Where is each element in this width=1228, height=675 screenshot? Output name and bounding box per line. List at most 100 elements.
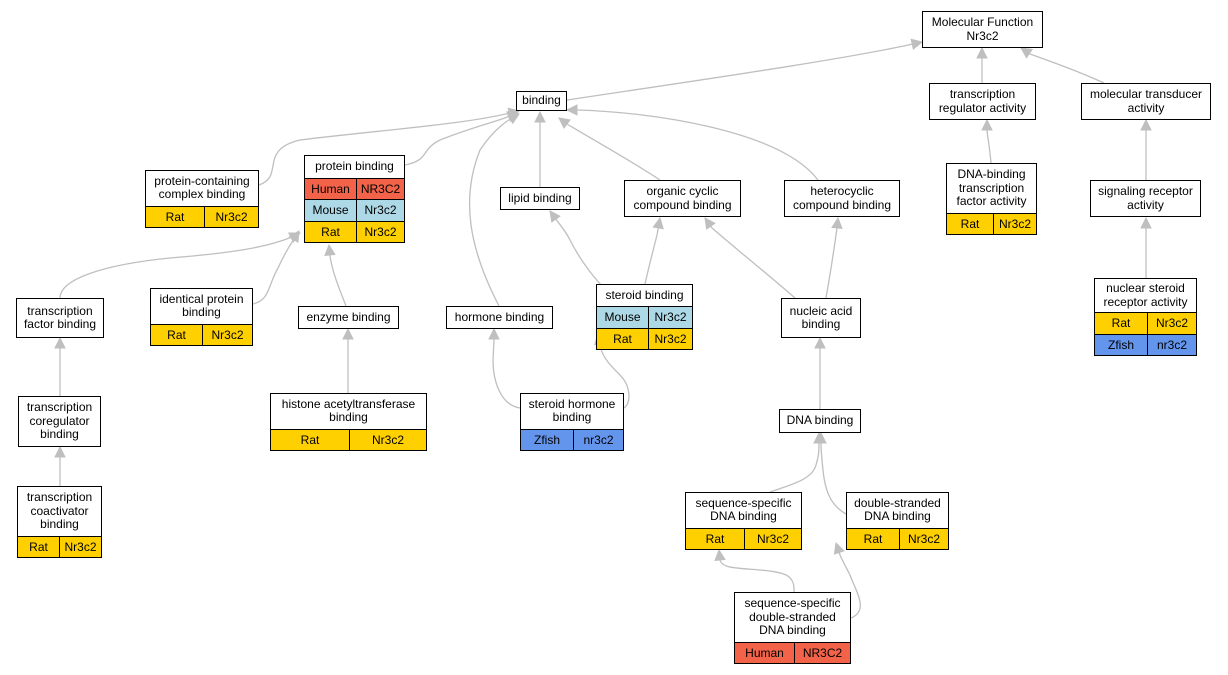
arrowhead-icon [652,216,664,230]
node-enzyme-binding[interactable]: enzyme binding [298,306,399,329]
edge-nucleic-acid-to-heterocyclic [825,216,843,299]
node-signaling-receptor-activity[interactable]: signaling receptor activity [1090,180,1201,217]
node-label: nuclear steroid receptor activity [1103,281,1188,309]
gene-cell: Nr3c2 [356,200,404,221]
arrowhead-icon [1020,47,1033,59]
node-hormone-binding[interactable]: hormone binding [446,306,553,329]
species-cell: Zfish [521,429,573,450]
node-label: protein-containing complex binding [154,173,250,202]
node-label: lipid binding [508,190,572,205]
species-cell: Rat [597,328,648,349]
node-transcription-coregulator-binding[interactable]: transcription coregulator binding [18,396,101,447]
arrowhead-icon [981,118,993,131]
edge-enzyme-binding-to-protein-binding [324,243,347,307]
node-label: organic cyclic compound binding [633,184,732,212]
arrowhead-icon [54,336,66,349]
species-cell: Rat [847,528,899,549]
node-label: hormone binding [454,309,545,324]
node-sequence-specific-double-stranded-dna-binding[interactable]: sequence-specific double-stranded DNA bi… [734,592,851,664]
arrowhead-icon [565,104,578,116]
node-label: sequence-specific DNA binding [695,495,792,524]
edge-dna-binding-to-nucleic-acid [814,336,826,409]
node-label: transcription regulator activity [938,87,1027,115]
edge-steroid-hormone-to-hormone-binding [488,327,521,409]
edge-steroid-binding-to-lipid-binding [549,210,611,295]
node-molecular-function[interactable]: Molecular Function Nr3c2 [922,11,1043,48]
species-cell: Zfish [1095,334,1147,355]
arrowhead-icon [324,243,336,256]
edge-sequence-specific-to-dna-binding [769,431,825,493]
edge-binding-to-molecular-function [566,38,924,101]
node-label: heterocyclic compound binding [792,184,892,212]
arrowhead-icon [815,431,827,444]
species-cell: Mouse [597,307,648,328]
arrowhead-icon [714,548,726,562]
node-label: transcription coactivator binding [26,490,93,531]
node-label: steroid hormone binding [528,396,616,425]
node-heterocyclic-compound-binding[interactable]: heterocyclic compound binding [784,180,900,217]
node-label: identical protein binding [159,291,244,320]
gene-cell: Nr3c2 [993,213,1036,234]
arrowhead-icon [704,217,716,230]
edge-nucleic-acid-to-organic-cyclic [704,217,796,299]
node-label: nucleic acid binding [789,303,853,331]
edge-transcription-regulator-to-molecular-function [976,46,988,83]
node-label: DNA binding [786,413,854,428]
arrowhead-icon [488,327,500,340]
node-transcription-factor-binding[interactable]: transcription factor binding [16,298,104,338]
arrowhead-icon [342,327,354,340]
gene-cell: NR3C2 [356,178,404,199]
node-molecular-transducer-activity[interactable]: molecular transducer activity [1081,83,1211,120]
node-label: protein binding [315,159,394,173]
node-label: binding [522,93,561,108]
gene-cell: Nr3c2 [648,307,692,328]
gene-cell: Nr3c2 [349,429,426,450]
node-dna-binding-transcription-factor-activity[interactable]: DNA-binding transcription factor activit… [946,163,1037,235]
species-cell: Rat [18,536,59,557]
node-label: transcription factor binding [23,303,97,331]
edge-hormone-binding-to-binding [468,113,520,307]
species-cell: Human [735,642,794,663]
species-cell: Rat [305,221,356,242]
node-transcription-regulator-activity[interactable]: transcription regulator activity [929,83,1036,120]
edge-organic-cyclic-to-binding [558,117,661,181]
node-lipid-binding[interactable]: lipid binding [500,187,580,210]
arrowhead-icon [54,445,66,458]
node-binding[interactable]: binding [516,91,567,111]
arrowhead-icon [831,216,843,230]
arrowhead-icon [833,541,845,555]
edge-ss-ds-to-double-stranded [833,541,861,619]
edge-heterocyclic-to-binding [565,104,819,181]
species-cell: Rat [947,213,993,234]
species-cell: Rat [1095,313,1147,334]
gene-cell: Nr3c2 [202,324,252,345]
gene-cell: Nr3c2 [648,328,692,349]
gene-cell: Nr3c2 [744,528,801,549]
gene-cell: nr3c2 [1147,334,1196,355]
node-organic-cyclic-compound-binding[interactable]: organic cyclic compound binding [624,180,741,217]
arrowhead-icon [558,117,571,129]
arrowhead-icon [814,336,826,349]
node-nucleic-acid-binding[interactable]: nucleic acid binding [781,298,861,338]
edge-lipid-binding-to-binding [534,110,546,187]
node-dna-binding[interactable]: DNA binding [779,409,861,433]
